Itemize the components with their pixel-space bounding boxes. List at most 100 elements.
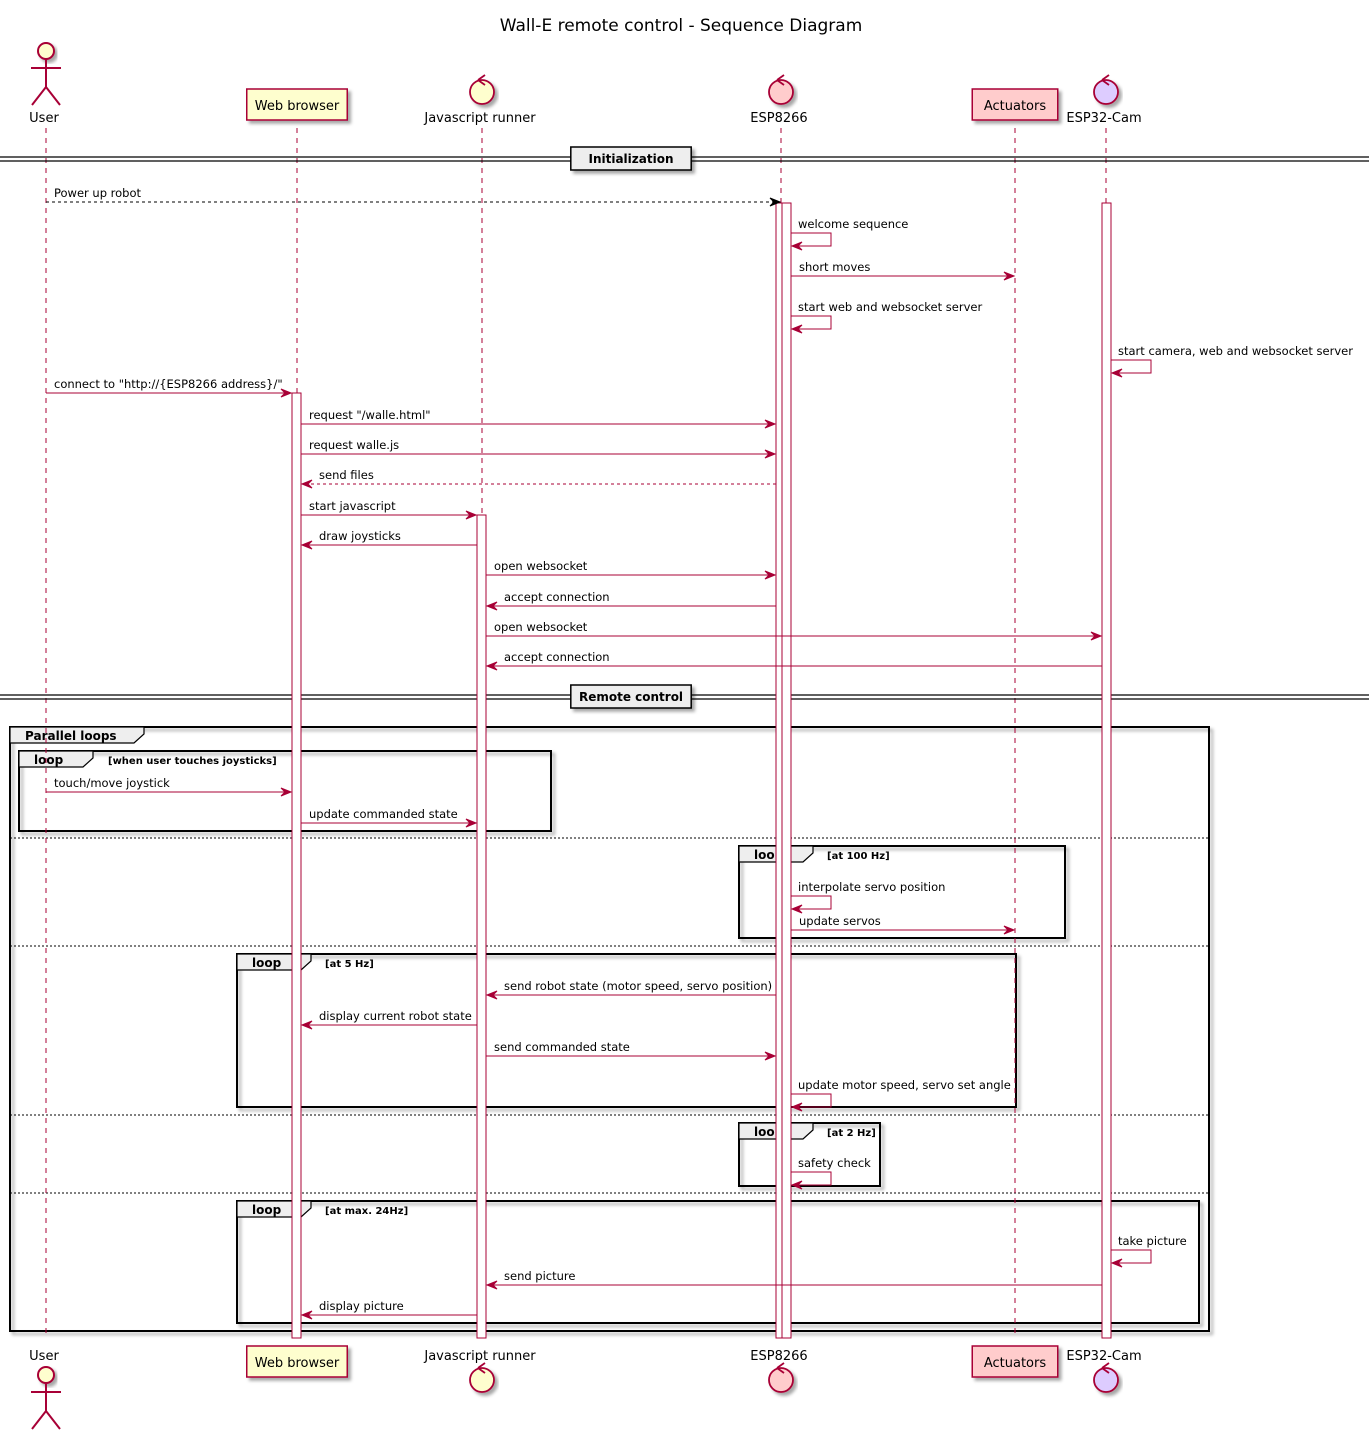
- message-arrow: send commanded state: [486, 1040, 777, 1061]
- arrow-head: [465, 818, 478, 828]
- frame-label: loop: [252, 1203, 282, 1217]
- message-arrow: request "/walle.html": [301, 408, 777, 429]
- message-label: start web and websocket server: [798, 300, 982, 314]
- message-label: connect to "http://{ESP8266 address}/": [54, 377, 283, 391]
- participant-cam-top: ESP32-Cam: [1066, 74, 1142, 126]
- participant-name: Actuators: [984, 99, 1047, 114]
- arrow-head: [790, 324, 803, 334]
- message-label: start javascript: [309, 499, 396, 513]
- arrow-head: [300, 479, 313, 489]
- arrow-head: [764, 1051, 777, 1061]
- participant-name: ESP8266: [750, 1349, 807, 1364]
- arrow-head: [1090, 631, 1103, 641]
- control-icon: [1093, 79, 1119, 105]
- loop-frame: loop[when user touches joysticks]: [18, 750, 552, 832]
- arrow-head: [764, 570, 777, 580]
- arrow-head: [1110, 1258, 1123, 1268]
- message-arrow: send files: [300, 468, 776, 489]
- divider-box: [570, 684, 692, 709]
- frame-border: [738, 845, 1066, 939]
- participant-browser-bottom: Web browser: [246, 1345, 348, 1378]
- activations-layer: [291, 202, 1112, 1339]
- message-label: safety check: [798, 1156, 871, 1170]
- actor-icon: [37, 42, 55, 60]
- frame-border: [236, 1200, 1200, 1324]
- message-arrow: draw joysticks: [300, 529, 477, 550]
- participant-box: [246, 1345, 348, 1378]
- arrow-head: [790, 904, 803, 914]
- message-arrow: start camera, web and websocket server: [1110, 344, 1353, 378]
- control-icon: [477, 1362, 486, 1374]
- message-label: send files: [319, 468, 374, 482]
- message-arrow: Power up robot: [46, 186, 782, 207]
- frame-condition: [at 2 Hz]: [827, 1128, 876, 1139]
- message-label: display picture: [319, 1299, 404, 1313]
- control-icon: [1101, 1362, 1110, 1374]
- frame-condition: [when user touches joysticks]: [108, 756, 277, 767]
- control-icon: [1101, 74, 1110, 86]
- arrow-head: [1110, 368, 1123, 378]
- control-icon: [768, 79, 794, 105]
- message-label: start camera, web and websocket server: [1118, 344, 1353, 358]
- frame-condition: [at 100 Hz]: [827, 851, 890, 862]
- divider-initialization: Initialization: [0, 146, 1369, 171]
- message-arrow: update motor speed, servo set angle: [790, 1078, 1011, 1112]
- message-arrow: welcome sequence: [790, 217, 908, 251]
- participant-user-top: User: [29, 42, 61, 126]
- participant-js-top: Javascript runner: [423, 74, 536, 126]
- participant-name: ESP32-Cam: [1066, 111, 1141, 126]
- arrow-head: [280, 388, 293, 398]
- participant-name: Web browser: [255, 99, 340, 114]
- message-arrow: take picture: [1110, 1234, 1187, 1268]
- message-label: send robot state (motor speed, servo pos…: [504, 979, 772, 993]
- activation-bar: [1101, 202, 1112, 1339]
- message-arrow: display picture: [300, 1299, 477, 1320]
- message-arrow: update servos: [791, 914, 1016, 935]
- message-label: accept connection: [504, 650, 610, 664]
- frame-border: [236, 953, 1017, 1108]
- arrow-head: [465, 510, 478, 520]
- activation-bar: [291, 392, 302, 1339]
- message-label: request walle.js: [309, 438, 399, 452]
- arrow-head: [769, 197, 782, 207]
- participant-box: [971, 1345, 1059, 1378]
- divider-label: Initialization: [588, 152, 673, 166]
- message-label: touch/move joystick: [54, 776, 170, 790]
- control-icon: [776, 74, 785, 86]
- participant-cam-bottom: ESP32-Cam: [1066, 1349, 1142, 1393]
- self-message-line: [1111, 359, 1152, 374]
- participant-act-top: Actuators: [971, 88, 1059, 121]
- message-arrow: request walle.js: [301, 438, 777, 459]
- participant-name: Web browser: [255, 1356, 340, 1371]
- frame-tab: [9, 726, 145, 744]
- message-label: display current robot state: [319, 1009, 472, 1023]
- parallel-loops-frame: Parallel loops: [9, 726, 1210, 1332]
- arrow-head: [790, 241, 803, 251]
- message-arrow: accept connection: [485, 650, 1102, 671]
- loop-frame: loop[at 2 Hz]: [738, 1122, 881, 1187]
- self-message-line: [791, 895, 832, 910]
- message-label: send commanded state: [494, 1040, 630, 1054]
- actor-icon: [31, 1383, 61, 1430]
- actor-icon: [37, 1366, 55, 1384]
- frame-tab: [18, 750, 94, 768]
- frame-border: [18, 750, 552, 832]
- message-arrow: start web and websocket server: [790, 300, 982, 334]
- frame-border: [9, 726, 1210, 1332]
- participant-box: [246, 88, 348, 121]
- arrow-head: [300, 540, 313, 550]
- control-icon: [477, 74, 486, 86]
- frame-label: loop: [252, 956, 282, 970]
- participant-name: ESP32-Cam: [1066, 1349, 1141, 1364]
- self-message-line: [791, 1171, 832, 1186]
- participant-name: User: [29, 111, 59, 126]
- self-message-line: [1111, 1249, 1152, 1264]
- frame-condition: [at max. 24Hz]: [325, 1206, 408, 1217]
- message-label: update motor speed, servo set angle: [798, 1078, 1011, 1092]
- control-icon: [776, 1362, 785, 1374]
- message-label: send picture: [504, 1269, 575, 1283]
